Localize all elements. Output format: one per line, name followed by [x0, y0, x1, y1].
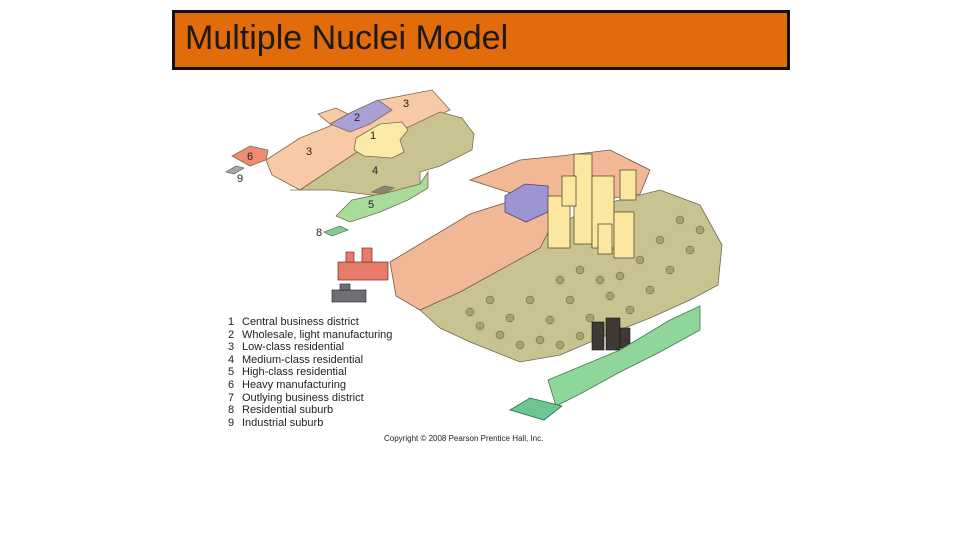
copyright-notice: Copyright © 2008 Pearson Prentice Hall, …: [384, 434, 544, 443]
legend-label: Residential suburb: [242, 404, 334, 417]
legend-number: 6: [228, 378, 235, 391]
residential-suburb-area: [509, 397, 563, 421]
legend-label: Industrial suburb: [242, 416, 324, 429]
map-label-2: 2: [354, 112, 360, 124]
legend-item: 3 Low-class residential: [228, 341, 392, 354]
zone-1-cbd: [353, 121, 409, 159]
legend-number: 5: [228, 366, 235, 379]
map-label-3b: 3: [306, 146, 312, 158]
legend-item: 6 Heavy manufacturing: [228, 379, 392, 392]
legend-label: Medium-class residential: [242, 353, 364, 366]
legend: 1 Central business district 2 Wholesale, l…: [228, 316, 392, 429]
legend-number: 3: [228, 341, 235, 354]
factory-heavy-manufacturing: [337, 247, 389, 281]
industrial-suburb-buildings: [331, 283, 367, 303]
legend-number: 8: [228, 404, 235, 417]
low-class-area: [389, 197, 561, 311]
zone-9-industrial-suburb: [224, 165, 246, 175]
legend-item: 4 Medium-class residential: [228, 354, 392, 367]
legend-item: 8 Residential suburb: [228, 404, 392, 417]
map-label-8: 8: [316, 227, 322, 239]
legend-number: 9: [228, 416, 235, 429]
map-label-4: 4: [372, 165, 378, 177]
cbd-skyscrapers: [547, 153, 637, 259]
zone-2-wholesale: [329, 99, 393, 133]
map-label-6: 6: [247, 151, 253, 163]
legend-number: 2: [228, 328, 235, 341]
high-class-area: [547, 305, 701, 407]
legend-label: High-class residential: [242, 366, 347, 379]
legend-label: Central business district: [242, 316, 359, 328]
legend-number: 7: [228, 391, 235, 404]
legend-number: 4: [228, 353, 235, 366]
legend-item: 1 Central business district: [228, 316, 392, 329]
map-label-1: 1: [370, 130, 376, 142]
legend-item: 9 Industrial suburb: [228, 417, 392, 430]
zone-6-heavy-manufacturing: [231, 145, 269, 167]
slide-title: Multiple Nuclei Model: [185, 19, 509, 57]
city-illustration: [331, 149, 723, 421]
legend-label: Heavy manufacturing: [242, 378, 346, 391]
legend-label: Outlying business district: [242, 391, 364, 404]
legend-label: Low-class residential: [242, 341, 345, 354]
legend-label: Wholesale, light manufacturing: [242, 328, 393, 341]
legend-item: 7 Outlying business district: [228, 392, 392, 405]
map-label-3a: 3: [403, 98, 409, 110]
legend-item: 2 Wholesale, light manufacturing: [228, 329, 392, 342]
zone-5-high-class: [335, 170, 429, 223]
zone-map: [224, 89, 475, 237]
zone-8-residential-suburb: [323, 225, 349, 237]
zone-map-labels: 1 2 3 3 4 5 6 8 9: [237, 98, 409, 239]
legend-number: 1: [228, 316, 235, 328]
map-label-9: 9: [237, 173, 243, 185]
zone-3-low-class-small: [317, 107, 349, 125]
map-label-5: 5: [368, 199, 374, 211]
zone-7-outlying: [370, 185, 396, 195]
legend-item: 5 High-class residential: [228, 366, 392, 379]
title-bar: Multiple Nuclei Model: [172, 10, 790, 70]
